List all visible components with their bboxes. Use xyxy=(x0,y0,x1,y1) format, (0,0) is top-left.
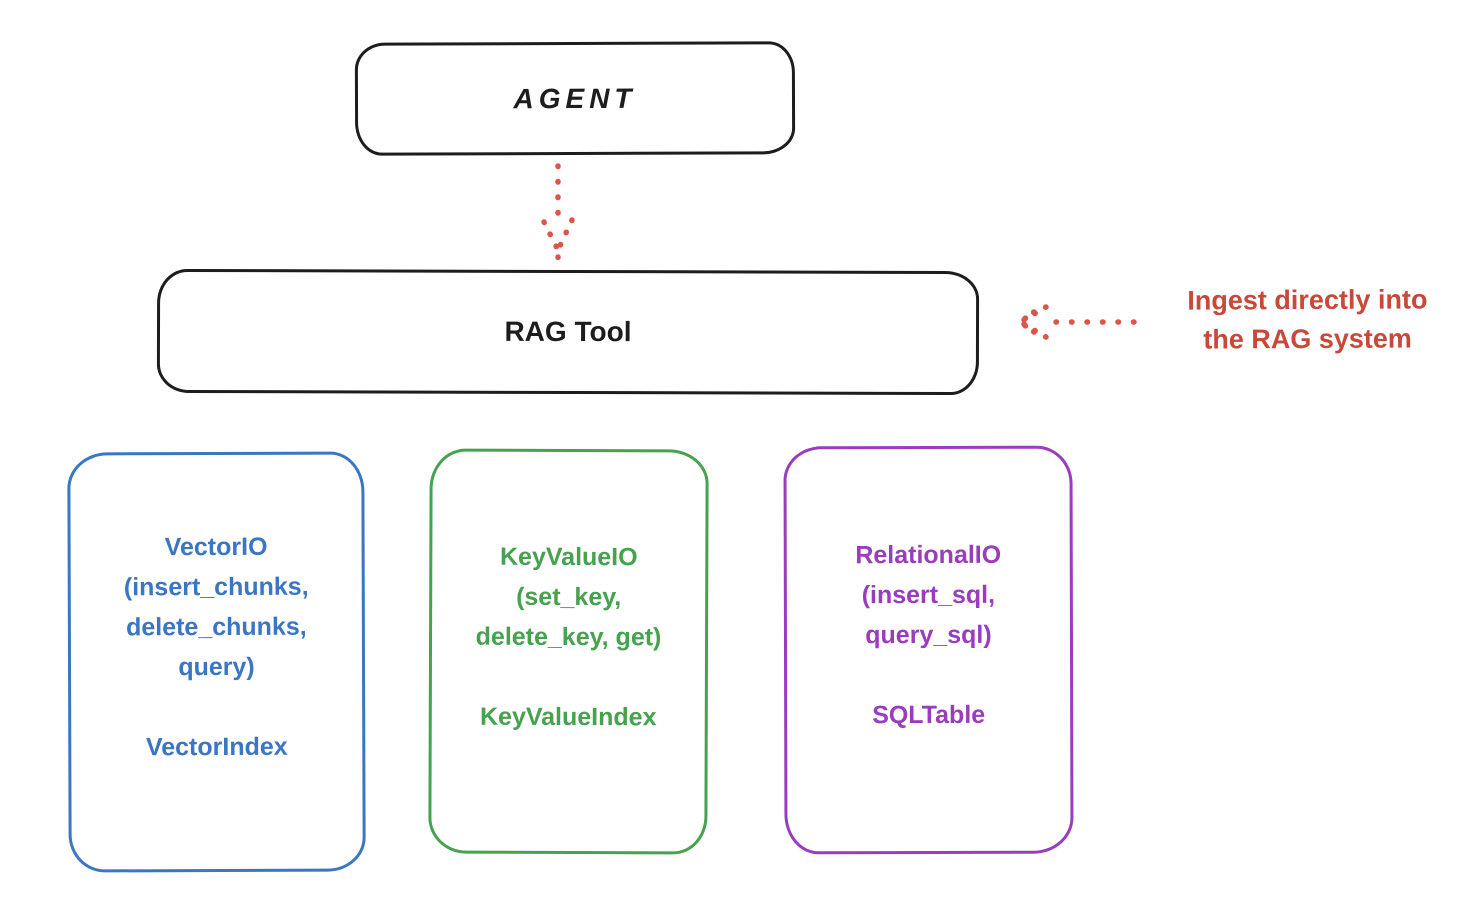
card-vector-io-methods-line: delete_chunks, xyxy=(126,612,307,642)
card-keyvalue-io: KeyValueIO (set_key, delete_key, get) Ke… xyxy=(428,448,709,855)
annotation-ingest: Ingest directly into the RAG system xyxy=(1135,280,1480,360)
card-vector-io-index-label: VectorIndex xyxy=(145,732,288,762)
card-vector-io-methods-line: (insert_chunks, xyxy=(123,572,309,602)
node-rag-tool-label: RAG Tool xyxy=(504,315,632,348)
card-vector-io-methods-line: query) xyxy=(178,652,255,682)
card-relational-io-title: RelationalIO xyxy=(855,540,1002,570)
card-keyvalue-io-methods-line: delete_key, get) xyxy=(475,622,662,651)
arrow-agent-to-rag-icon xyxy=(541,163,575,261)
node-agent-label: AGENT xyxy=(513,82,637,114)
card-relational-io: RelationalIO (insert_sql, query_sql) SQL… xyxy=(783,445,1074,855)
card-relational-io-methods-line: (insert_sql, xyxy=(861,580,996,610)
annotation-line-1: Ingest directly into xyxy=(1187,284,1428,316)
annotation-line-2: the RAG system xyxy=(1203,323,1412,355)
card-keyvalue-io-index-label: KeyValueIndex xyxy=(479,702,657,731)
arrow-annotation-to-rag-icon xyxy=(1017,304,1137,340)
node-rag-tool: RAG Tool xyxy=(156,268,980,396)
card-relational-io-index-label: SQLTable xyxy=(872,700,986,730)
card-keyvalue-io-title: KeyValueIO xyxy=(499,542,638,571)
card-vector-io-title: VectorIO xyxy=(164,532,268,562)
card-vector-io: VectorIO (insert_chunks, delete_chunks, … xyxy=(67,451,366,873)
card-keyvalue-io-methods-line: (set_key, xyxy=(516,582,622,611)
node-agent: AGENT xyxy=(354,41,796,156)
card-relational-io-methods-line: query_sql) xyxy=(865,620,992,650)
